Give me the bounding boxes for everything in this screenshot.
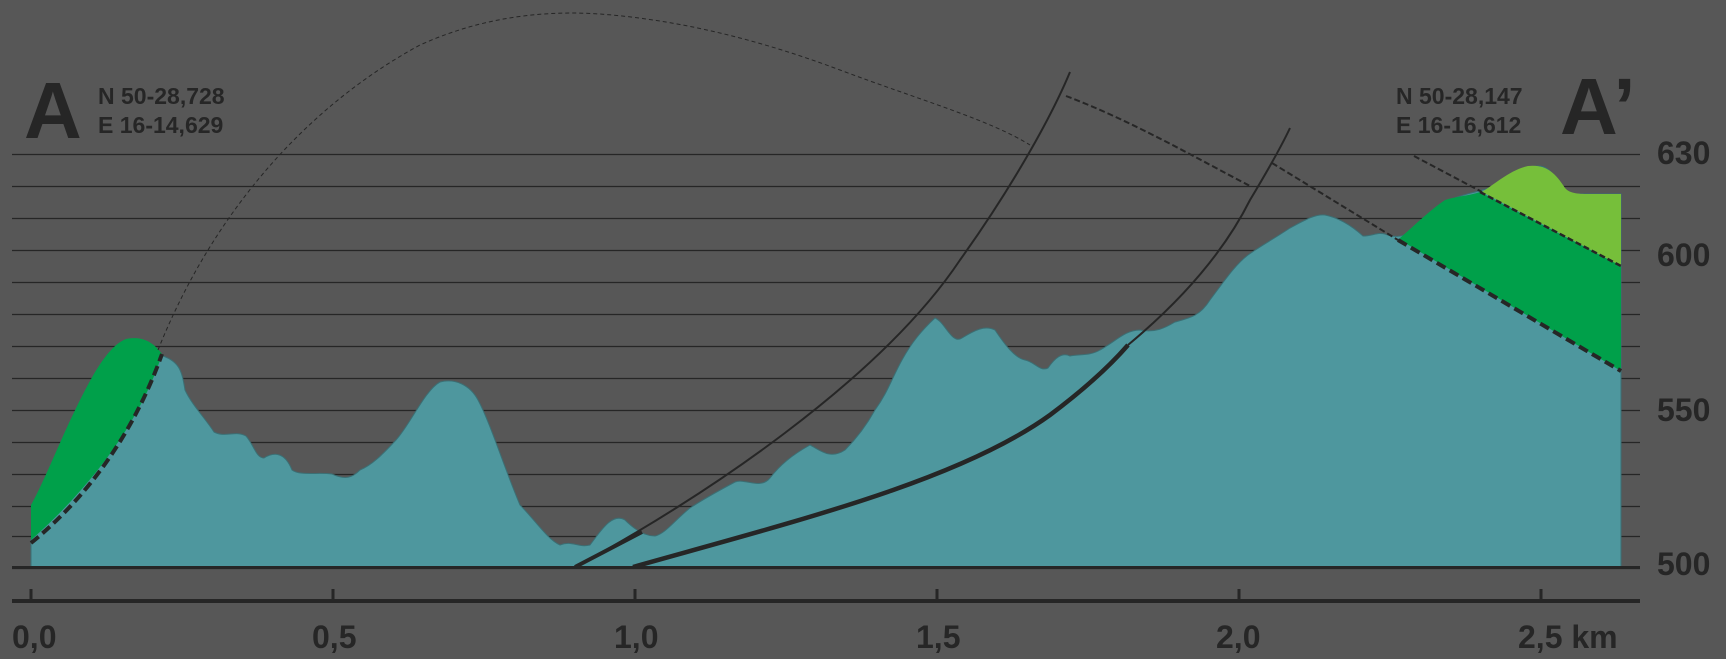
x-tick-1-0: 1,0 <box>614 619 658 655</box>
x-axis-tick-marks <box>29 589 1543 601</box>
fault-line-2 <box>1127 127 1291 346</box>
terrain-profile <box>30 165 1622 568</box>
end-longitude: E 16-16,612 <box>1396 112 1521 138</box>
x-tick-2-0: 2,0 <box>1216 619 1260 655</box>
end-letter: A’ <box>1560 62 1636 151</box>
end-latitude: N 50-28,147 <box>1396 83 1523 109</box>
x-tick-1-5: 1,5 <box>916 619 960 655</box>
start-longitude: E 16-14,629 <box>98 112 223 138</box>
start-letter: A <box>24 66 82 155</box>
light-green-zone-end <box>1482 165 1621 266</box>
projected-line-mid <box>1065 95 1251 187</box>
fault-line-short <box>574 530 643 569</box>
x-tick-2-5-km: 2,5 km <box>1518 619 1618 655</box>
dashed-boundary-end-lower <box>1396 238 1623 373</box>
y-tick-600: 600 <box>1657 237 1710 273</box>
x-tick-0-5: 0,5 <box>312 619 356 655</box>
y-tick-500: 500 <box>1657 546 1710 582</box>
projected-line-right <box>1271 162 1399 241</box>
y-tick-630: 630 <box>1657 135 1710 171</box>
projected-arc-left <box>157 12 1031 351</box>
projected-line-far-right <box>1413 155 1483 193</box>
green-zone-start <box>31 338 162 540</box>
fault-line-thick <box>632 343 1130 570</box>
start-latitude: N 50-28,728 <box>98 83 225 109</box>
fault-line-1 <box>574 71 1071 568</box>
y-tick-550: 550 <box>1657 392 1710 428</box>
green-zone-end <box>1400 192 1621 371</box>
x-tick-0-0: 0,0 <box>12 619 56 655</box>
dashed-boundary-start <box>29 353 164 545</box>
